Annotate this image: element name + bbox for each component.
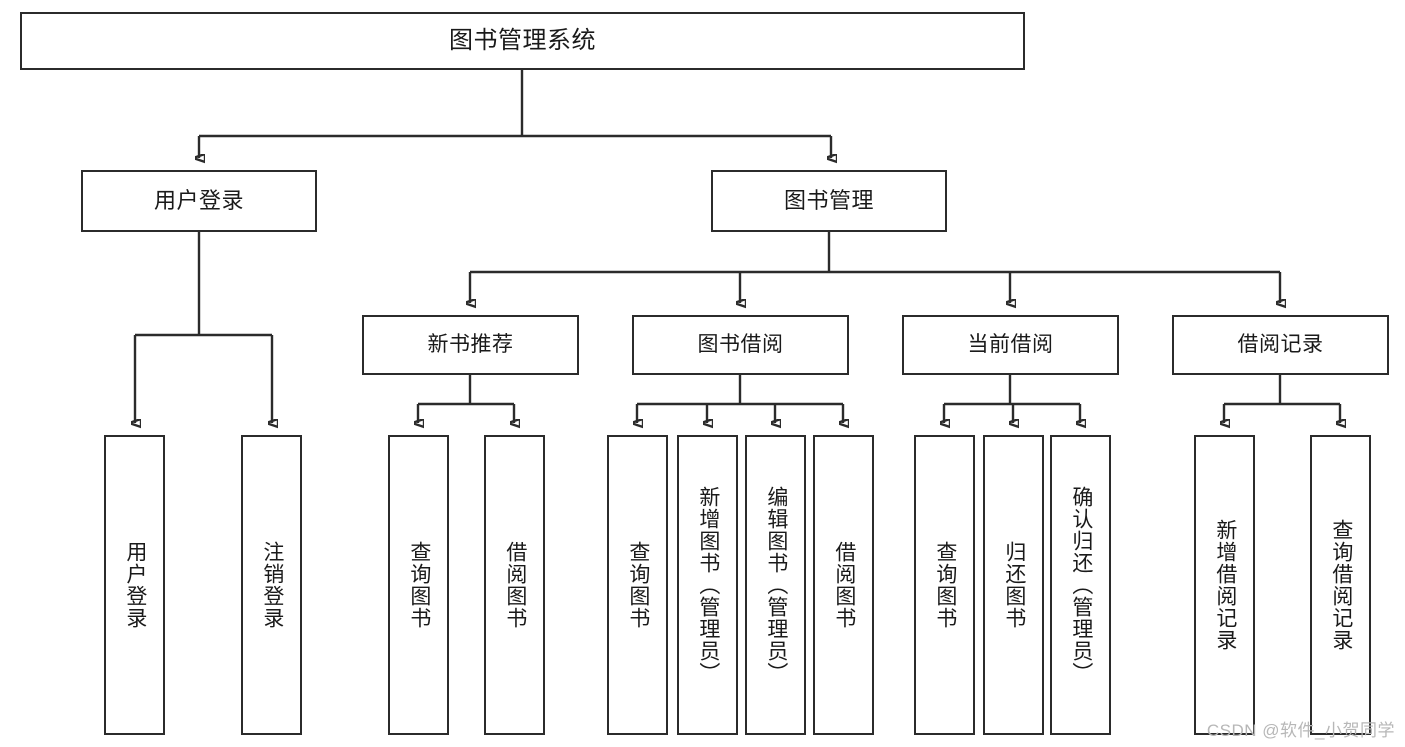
node-leaf-confirm-return[interactable]: 确认归还（管理员） — [1050, 435, 1111, 735]
node-leaf-add-record-label: 新增借阅记录 — [1213, 519, 1237, 651]
node-user-login-label: 用户登录 — [153, 188, 244, 214]
node-leaf-query-record-label: 查询借阅记录 — [1329, 519, 1353, 651]
node-book-borrow-label: 图书借阅 — [697, 332, 784, 356]
node-leaf-query-book-2-label: 查询图书 — [626, 541, 650, 629]
node-leaf-add-record[interactable]: 新增借阅记录 — [1194, 435, 1255, 735]
node-leaf-user-login[interactable]: 用户登录 — [104, 435, 165, 735]
node-root-label: 图书管理系统 — [449, 27, 596, 54]
node-leaf-borrow-book-1[interactable]: 借阅图书 — [484, 435, 545, 735]
node-leaf-add-book[interactable]: 新增图书（管理员） — [677, 435, 738, 735]
node-leaf-edit-book-label: 编辑图书（管理员） — [764, 486, 788, 684]
node-leaf-query-book-1-label: 查询图书 — [407, 541, 431, 629]
node-user-login[interactable]: 用户登录 — [81, 170, 317, 232]
node-new-book-recommend[interactable]: 新书推荐 — [362, 315, 579, 375]
node-leaf-borrow-book-2[interactable]: 借阅图书 — [813, 435, 874, 735]
node-book-manage[interactable]: 图书管理 — [711, 170, 947, 232]
node-leaf-query-book-2[interactable]: 查询图书 — [607, 435, 668, 735]
node-book-borrow[interactable]: 图书借阅 — [632, 315, 849, 375]
node-new-book-recommend-label: 新书推荐 — [427, 332, 514, 356]
node-current-borrow-label: 当前借阅 — [967, 332, 1054, 356]
node-leaf-query-book-3[interactable]: 查询图书 — [914, 435, 975, 735]
watermark-text: CSDN @软件_小贺同学 — [1206, 721, 1395, 740]
node-leaf-edit-book[interactable]: 编辑图书（管理员） — [745, 435, 806, 735]
node-leaf-confirm-return-label: 确认归还（管理员） — [1069, 486, 1093, 684]
node-leaf-query-book-3-label: 查询图书 — [933, 541, 957, 629]
node-book-manage-label: 图书管理 — [783, 188, 874, 214]
node-borrow-record[interactable]: 借阅记录 — [1172, 315, 1389, 375]
node-current-borrow[interactable]: 当前借阅 — [902, 315, 1119, 375]
node-leaf-query-book-1[interactable]: 查询图书 — [388, 435, 449, 735]
node-leaf-return-book[interactable]: 归还图书 — [983, 435, 1044, 735]
node-leaf-borrow-book-1-label: 借阅图书 — [503, 541, 527, 629]
node-leaf-query-record[interactable]: 查询借阅记录 — [1310, 435, 1371, 735]
node-leaf-user-logout-label: 注销登录 — [260, 541, 284, 629]
node-leaf-user-login-label: 用户登录 — [123, 541, 147, 629]
node-leaf-add-book-label: 新增图书（管理员） — [696, 486, 720, 684]
node-leaf-return-book-label: 归还图书 — [1002, 541, 1026, 629]
node-leaf-borrow-book-2-label: 借阅图书 — [832, 541, 856, 629]
node-borrow-record-label: 借阅记录 — [1237, 332, 1324, 356]
node-leaf-user-logout[interactable]: 注销登录 — [241, 435, 302, 735]
node-root[interactable]: 图书管理系统 — [20, 12, 1025, 70]
